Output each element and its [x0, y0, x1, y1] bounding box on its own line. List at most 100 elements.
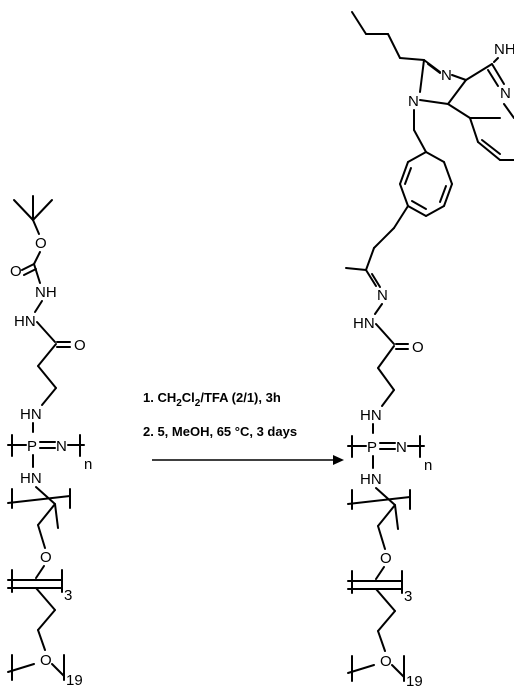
repeat-index-19: 19	[66, 672, 83, 689]
phenyl-bond-4	[407, 205, 427, 217]
tbutyl-left-bond	[13, 199, 34, 221]
terminal-bond-left	[347, 664, 375, 674]
side-bond-6	[37, 609, 56, 631]
backbone-nitrogen: N	[396, 439, 407, 456]
o-to-carbonyl-bond	[33, 251, 41, 265]
imid-n-to-c3a	[451, 74, 467, 81]
linker-bond-2	[373, 227, 395, 249]
terminal-bond-right	[51, 663, 65, 677]
benzo-bond-1	[469, 117, 479, 143]
hydrazone-n: N	[377, 287, 388, 304]
amide-oxygen: O	[74, 337, 86, 354]
condition-step-2: 2. 5, MeOH, 65 °C, 3 days	[143, 424, 297, 439]
side-bond-5	[35, 587, 56, 611]
hydrazone-c-n-b	[371, 273, 381, 288]
reaction-conditions: 1. CH2Cl2/TFA (2/1), 3h 2. 5, MeOH, 65 °…	[143, 390, 344, 465]
nh-to-hn-bond	[34, 300, 43, 313]
ester-oxygen: O	[35, 235, 47, 252]
terminal-bond-right	[391, 664, 405, 678]
side-bond-7	[37, 629, 46, 651]
phenyl-bond-2	[399, 161, 409, 185]
butyl-bond-4	[399, 57, 425, 61]
reactant-structure: O O NH HN O HN P N n HN	[7, 195, 92, 689]
side-bond-3	[37, 524, 46, 549]
amide-oxygen: O	[412, 339, 424, 356]
side-bond-5	[375, 588, 396, 612]
imidazole-n-top: N	[441, 67, 452, 84]
phenyl-bond-1	[407, 151, 427, 163]
phenyl-bond-5	[425, 205, 445, 217]
ether-oxygen-2: O	[40, 652, 52, 669]
butyl-bond-3	[387, 33, 401, 59]
product-structure: N N NH N	[345, 11, 514, 689]
linker-bond-3	[365, 247, 375, 271]
ch2-to-aryl	[413, 129, 427, 153]
imid-c9b-c3a	[447, 79, 467, 105]
backbone-phosphorus: P	[27, 438, 37, 455]
quinoline-n: N	[500, 85, 511, 102]
side-bond-4	[35, 565, 45, 579]
ether-oxygen-1: O	[40, 549, 52, 566]
tbutyl-to-o-bond	[32, 219, 40, 235]
tbutyl-right-bond	[32, 199, 53, 221]
imid-n1-to-c9b	[419, 99, 449, 105]
hydrazone-methyl	[345, 267, 367, 271]
side-bond-7	[377, 630, 386, 652]
carbonyl-oxygen: O	[10, 263, 22, 280]
butyl-bond-1	[351, 11, 367, 35]
chain-bond-1	[377, 345, 395, 369]
terminal-bond-left	[7, 663, 35, 673]
side-bond-3	[377, 525, 386, 550]
phenyl-bond-7	[443, 161, 453, 185]
pyr-c3a-c4	[465, 63, 493, 81]
repeat-index-19: 19	[406, 673, 423, 689]
side-bond-1	[375, 487, 396, 506]
bracket-a-line	[347, 496, 411, 505]
side-bond-6	[377, 610, 396, 632]
carbonyl-double-bond-b	[23, 268, 37, 276]
n-to-hn-bond	[374, 303, 383, 315]
phenyl-bond-8	[425, 151, 445, 163]
backbone-nitrogen: N	[56, 438, 67, 455]
repeat-index-n: n	[84, 456, 92, 473]
side-chain-hn: HN	[20, 470, 42, 487]
hydrazone-c-n-a	[365, 269, 377, 287]
chain-bond-2	[37, 365, 57, 389]
reaction-arrow-head	[333, 455, 344, 465]
hydrazone-hn: HN	[353, 315, 375, 332]
side-bond-1	[35, 486, 56, 505]
linker-bond-1	[393, 205, 409, 229]
phenyl-inner-2	[411, 200, 427, 210]
backbone-phosphorus: P	[367, 439, 377, 456]
ether-oxygen-1: O	[380, 550, 392, 567]
condition-step-1: 1. CH2Cl2/TFA (2/1), 3h	[143, 390, 281, 409]
pyr-c4-n5	[491, 63, 505, 85]
repeat-index-3: 3	[64, 587, 72, 604]
carbonyl-double-bond-a	[21, 263, 35, 271]
hn-to-amide-bond	[36, 321, 56, 343]
amine-nh: NH	[494, 41, 514, 58]
phenyl-bond-3	[399, 183, 409, 207]
side-chain-hn: HN	[360, 471, 382, 488]
chain-bond-3	[41, 387, 57, 406]
phenyl-bond-6	[443, 183, 453, 207]
benzo-bond-2-double	[481, 139, 501, 155]
pyr-n5-c5a	[503, 103, 514, 119]
linker-hn: HN	[360, 407, 382, 424]
chain-bond-1	[37, 343, 57, 367]
hydrazide-hn: HN	[14, 313, 36, 330]
hn-to-amide-bond	[375, 323, 395, 345]
repeat-index-n: n	[424, 457, 432, 474]
chain-bond-3	[381, 389, 395, 407]
methyl-bond	[54, 503, 59, 529]
bracket-a-line	[7, 495, 71, 504]
pyr-c4-n5-double	[487, 69, 499, 87]
imid-c2-n-top-double	[427, 63, 441, 74]
side-bond-4	[375, 566, 385, 580]
side-bond-2	[377, 504, 396, 527]
imidazole-n-bottom: N	[408, 93, 419, 110]
side-bond-2	[37, 503, 56, 526]
benzo-bond-2	[477, 141, 501, 161]
methyl-bond	[394, 504, 399, 530]
